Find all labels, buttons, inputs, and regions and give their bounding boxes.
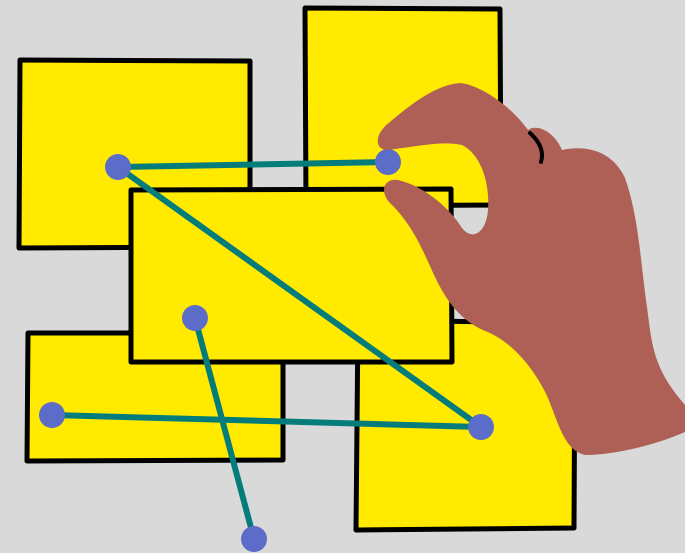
card-top-right[interactable] (302, 5, 504, 209)
rope-1[interactable] (115, 159, 391, 170)
rope-end-f[interactable] (241, 526, 267, 552)
rope-end-e[interactable] (182, 305, 208, 331)
rope-end-d[interactable] (39, 402, 65, 428)
rope-4[interactable] (192, 315, 257, 542)
rope-end-b[interactable] (375, 149, 401, 175)
rope-end-c[interactable] (468, 414, 494, 440)
card-center[interactable] (128, 186, 455, 365)
rope-end-a[interactable] (105, 154, 131, 180)
